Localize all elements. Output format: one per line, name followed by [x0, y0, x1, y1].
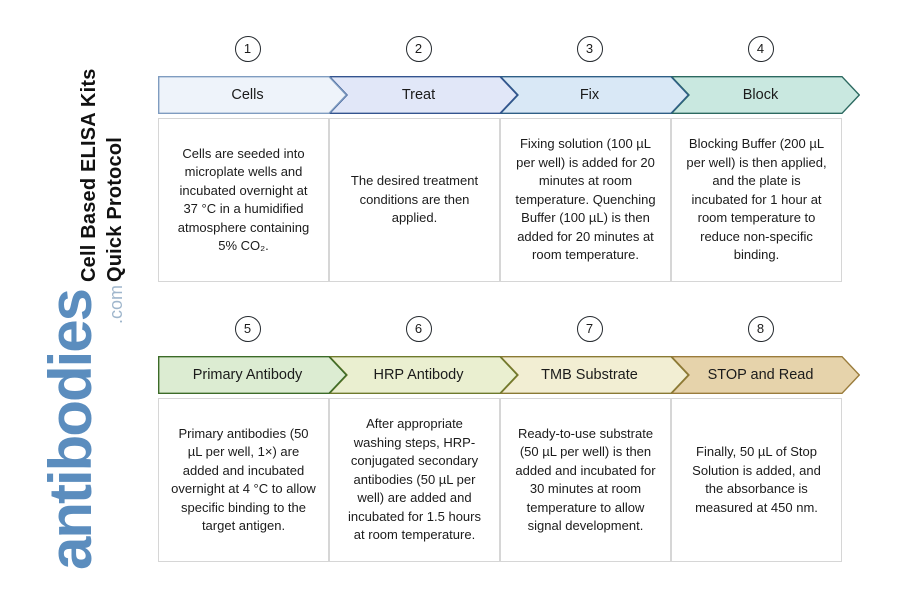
- brand-watermark: antibodies .com: [6, 278, 146, 578]
- step-description-text: After appropriate washing steps, HRP-con…: [348, 416, 481, 543]
- step-chevron-label: Fix: [579, 87, 600, 103]
- step-number-strip: 1 2 3 4: [158, 34, 840, 76]
- step-description-box-1: Cells are seeded into microplate wells a…: [158, 118, 329, 282]
- step-description-box-5: Primary antibodies (50 µL per well, 1×) …: [158, 398, 329, 562]
- step-description-grid: Primary antibodies (50 µL per well, 1×) …: [158, 398, 842, 562]
- step-description-text: Blocking Buffer (200 µL per well) is the…: [686, 136, 827, 263]
- step-chevron-label: Treat: [401, 87, 436, 103]
- step-description-box-6: After appropriate washing steps, HRP-con…: [329, 398, 500, 562]
- step-description-text: Cells are seeded into microplate wells a…: [177, 145, 310, 254]
- step-number-badge: 3: [576, 36, 603, 62]
- step-description-box-4: Blocking Buffer (200 µL per well) is the…: [671, 118, 842, 282]
- step-description-grid: Cells are seeded into microplate wells a…: [158, 118, 842, 282]
- step-chevron-8[interactable]: STOP and Read: [671, 356, 860, 394]
- step-number-badge: 7: [576, 316, 603, 342]
- step-description-box-3: Fixing solution (100 µL per well) is add…: [500, 118, 671, 282]
- step-description-box-8: Finally, 50 µL of Stop Solution is added…: [671, 398, 842, 562]
- brand-watermark-word: antibodies: [37, 289, 104, 570]
- page-title-line-2: Quick Protocol: [104, 136, 126, 282]
- step-chevron-2[interactable]: Treat: [329, 76, 518, 114]
- step-chevron-label: Primary Antibody: [192, 367, 303, 383]
- step-chevron-1[interactable]: Cells: [158, 76, 347, 114]
- step-number-badge: 5: [234, 316, 261, 342]
- step-chevron-label: TMB Substrate: [541, 367, 638, 383]
- step-description-box-2: The desired treatment conditions are the…: [329, 118, 500, 282]
- step-chevron-label: STOP and Read: [707, 367, 814, 383]
- step-number-badge: 2: [405, 36, 432, 62]
- step-chevron-bar: Primary Antibody HRP Antibody TMB Substrat…: [158, 356, 860, 396]
- step-chevron-6[interactable]: HRP Antibody: [329, 356, 518, 394]
- step-number-badge: 8: [747, 316, 774, 342]
- step-chevron-label: Block: [742, 87, 779, 103]
- step-description-text: Finally, 50 µL of Stop Solution is added…: [692, 444, 821, 515]
- step-number-badge: 1: [234, 36, 261, 62]
- step-chevron-5[interactable]: Primary Antibody: [158, 356, 347, 394]
- step-chevron-4[interactable]: Block: [671, 76, 860, 114]
- step-description-text: Fixing solution (100 µL per well) is add…: [515, 136, 656, 263]
- brand-watermark-tld: .com: [106, 284, 126, 324]
- step-chevron-bar: Cells Treat Fix Block: [158, 76, 860, 116]
- step-description-box-7: Ready-to-use substrate (50 µL per well) …: [500, 398, 671, 562]
- step-description-text: Ready-to-use substrate (50 µL per well) …: [515, 425, 656, 534]
- step-number-badge: 6: [405, 316, 432, 342]
- step-number-badge: 4: [747, 36, 774, 62]
- step-number-strip: 5 6 7 8: [158, 314, 840, 356]
- step-description-text: Primary antibodies (50 µL per well, 1×) …: [171, 425, 316, 534]
- step-chevron-3[interactable]: Fix: [500, 76, 689, 114]
- step-chevron-7[interactable]: TMB Substrate: [500, 356, 689, 394]
- page-title-line-1: Cell Based ELISA Kits: [78, 68, 100, 282]
- step-description-text: The desired treatment conditions are the…: [350, 173, 479, 226]
- document-title: Cell Based ELISA Kits Quick Protocol: [52, 18, 126, 288]
- step-chevron-label: HRP Antibody: [373, 367, 464, 383]
- step-chevron-label: Cells: [231, 87, 264, 103]
